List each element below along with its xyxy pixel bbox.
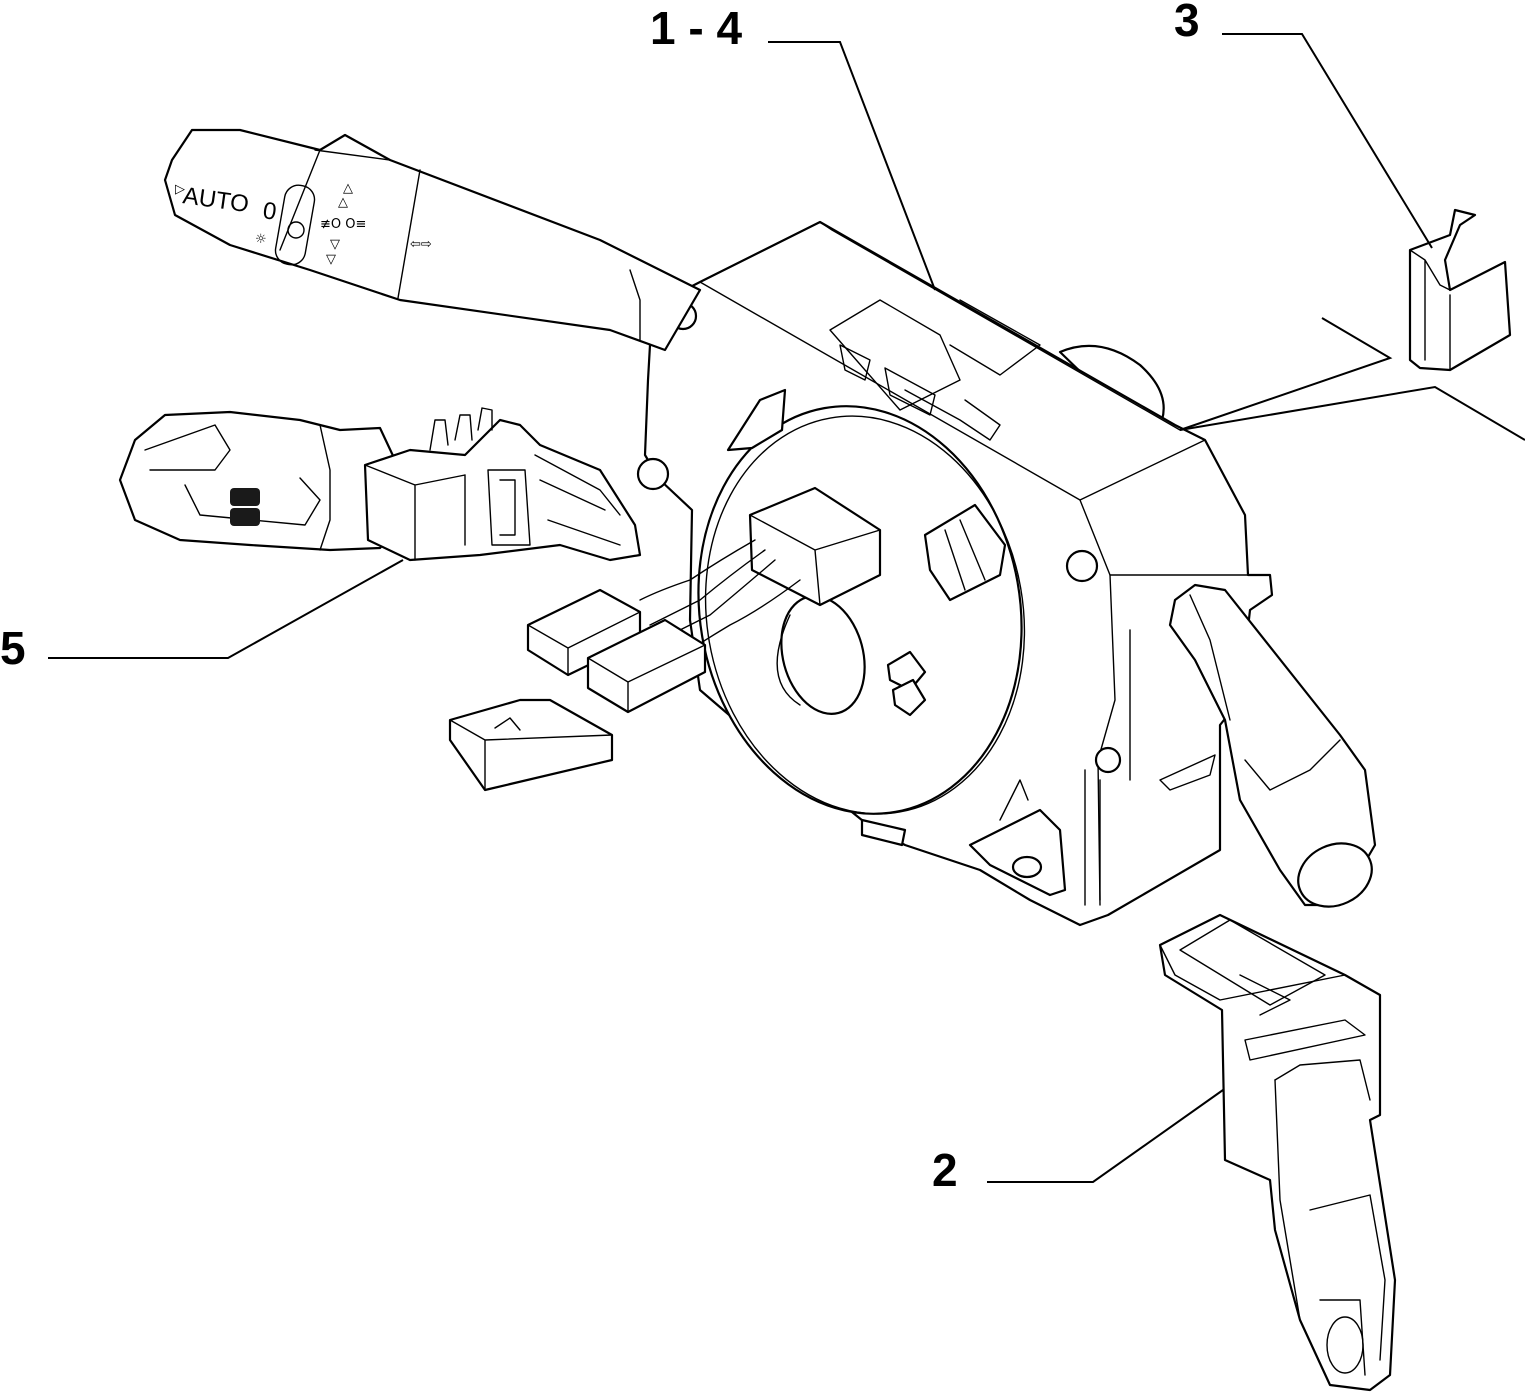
leader-5 — [48, 559, 404, 659]
triangle-up-icon: △ — [343, 181, 353, 196]
headlight-sun-icon: ☼ — [255, 232, 267, 247]
triangle-up-icon: △ — [338, 195, 348, 210]
clip-part — [1408, 208, 1512, 372]
callout-5: 5 — [0, 622, 26, 674]
callout-1-4: 1 - 4 — [650, 2, 742, 54]
leader-3-to-assembly-b — [1179, 385, 1525, 441]
zero-marking: 0 — [261, 197, 278, 226]
callout-3: 3 — [1174, 0, 1200, 46]
leader-2 — [987, 1089, 1224, 1183]
triangle-down-icon: ▽ — [326, 252, 336, 267]
leader-3-to-assembly — [1179, 317, 1393, 431]
callout-2: 2 — [932, 1144, 958, 1196]
leader-1-4 — [768, 41, 936, 291]
button-top — [230, 488, 260, 506]
fog-light-icon: ≢O O≡ — [320, 217, 366, 232]
wiring-harness — [448, 486, 882, 792]
left-lever-with-connector — [118, 407, 642, 562]
leader-lines — [48, 33, 1525, 1183]
leader-3 — [1222, 33, 1433, 249]
button-bottom — [230, 508, 260, 526]
exploded-right-lever — [1158, 913, 1397, 1392]
right-lever-mounted — [1168, 583, 1377, 908]
turn-signal-arrows-icon: ⇦⇨ — [410, 237, 432, 252]
triangle-down-icon: ▽ — [330, 237, 340, 252]
lighting-lever: AUTO 0 ▷ ☼ △ △ ≢O O≡ ▽ ▽ ⇦⇨ — [163, 128, 702, 352]
triangle-right-icon: ▷ — [175, 182, 185, 197]
